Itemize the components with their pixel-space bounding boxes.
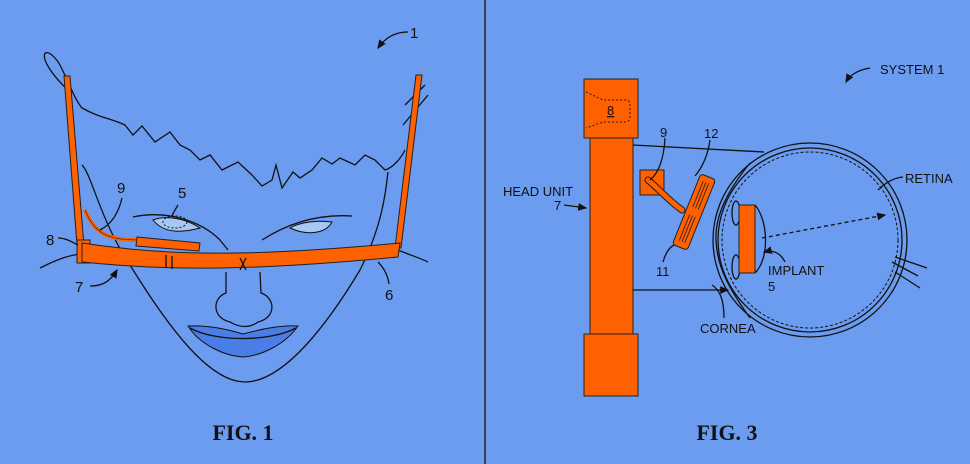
right-temple xyxy=(394,74,423,249)
light-path-arrow xyxy=(761,212,887,239)
eye-mid xyxy=(717,147,903,333)
eye-outer xyxy=(712,142,908,338)
label-9: 9 xyxy=(660,125,667,140)
label-11: 11 xyxy=(656,264,670,279)
label-8: 8 xyxy=(46,232,54,249)
leader-1 xyxy=(377,31,409,50)
retina-layer xyxy=(721,151,899,329)
lens xyxy=(754,204,767,274)
glasses-frame xyxy=(81,242,401,269)
brows xyxy=(132,214,353,251)
lip-line xyxy=(189,327,297,340)
leader-implant xyxy=(762,246,786,263)
label-6: 6 xyxy=(385,287,393,304)
nose xyxy=(215,271,273,328)
fig1-caption: FIG. 1 xyxy=(212,420,273,445)
figure-3: 8 SYSTEM 1 HEAD UNIT 7 9 12 xyxy=(503,62,953,445)
mouth xyxy=(187,325,299,358)
left-temple xyxy=(63,75,86,259)
cornea xyxy=(715,162,751,319)
hair-outline xyxy=(43,52,406,190)
label-retina: RETINA xyxy=(905,171,953,186)
implant xyxy=(738,204,756,274)
left-eye xyxy=(152,217,202,232)
leader-11 xyxy=(662,244,675,263)
arm-9 xyxy=(645,177,685,213)
camera-arm xyxy=(83,209,139,242)
label-head-unit-num: 7 xyxy=(554,198,561,213)
leader-7 xyxy=(563,203,588,211)
optic-nerve xyxy=(891,256,928,289)
label-9: 9 xyxy=(117,180,125,197)
leader-6 xyxy=(377,261,390,285)
label-system: SYSTEM 1 xyxy=(880,62,944,77)
leader-7 xyxy=(89,268,118,287)
figure-1: 1 5 9 8 7 6 FIG. 1 xyxy=(39,25,429,445)
leader-5 xyxy=(171,204,179,218)
leader-9 xyxy=(649,137,666,181)
implant-marker xyxy=(162,215,188,229)
camera-arm-tip xyxy=(135,236,201,252)
leader-system xyxy=(845,67,871,84)
processor-outline xyxy=(585,91,631,129)
head-unit-top xyxy=(583,78,639,139)
label-head-unit: HEAD UNIT xyxy=(503,184,573,199)
upper-link-line xyxy=(632,144,765,153)
leader-retina xyxy=(877,176,904,191)
label-8: 8 xyxy=(607,103,614,118)
head-unit-bottom xyxy=(583,333,639,397)
leader-9 xyxy=(99,197,123,231)
fig3-caption: FIG. 3 xyxy=(696,420,757,445)
label-implant: IMPLANT xyxy=(768,263,824,278)
label-7: 7 xyxy=(75,279,83,296)
frame-joints xyxy=(165,255,247,271)
leader-cornea xyxy=(711,284,725,319)
leader-12 xyxy=(694,139,711,177)
leader-8 xyxy=(57,237,79,246)
coil-electrode xyxy=(672,174,716,250)
right-eye xyxy=(288,220,333,234)
head-unit-body xyxy=(589,137,634,336)
label-cornea: CORNEA xyxy=(700,321,756,336)
label-12: 12 xyxy=(704,126,718,141)
label-1: 1 xyxy=(410,25,418,42)
label-5: 5 xyxy=(178,185,186,202)
label-implant-num: 5 xyxy=(768,279,775,294)
